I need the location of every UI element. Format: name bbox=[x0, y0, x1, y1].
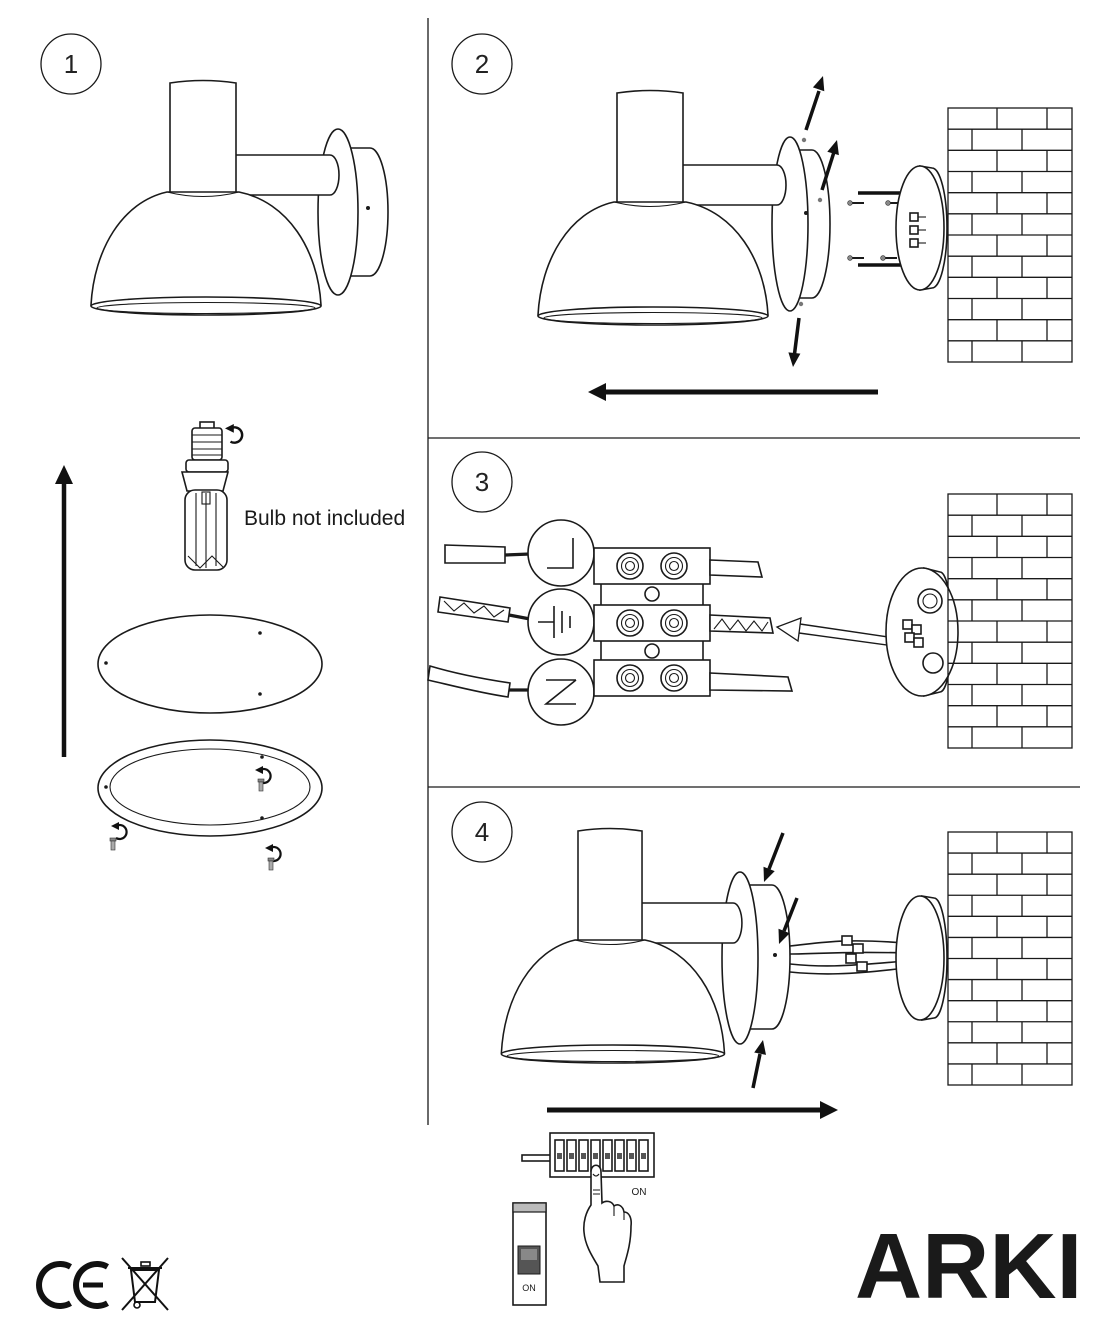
step-1-badge: 1 bbox=[40, 33, 102, 95]
screw-icon bbox=[267, 857, 275, 871]
hand-icon bbox=[583, 1164, 632, 1283]
switch-on-label: ON bbox=[632, 1187, 647, 1198]
earth-wire-icon bbox=[527, 588, 595, 656]
lamp-head bbox=[537, 89, 787, 326]
screw-icon bbox=[257, 778, 265, 792]
move-right-arrow bbox=[547, 1101, 838, 1119]
wall-plate bbox=[721, 871, 759, 1045]
terminal-screw bbox=[616, 664, 644, 692]
neutral-wire-icon bbox=[527, 658, 595, 726]
terminal-screw bbox=[616, 609, 644, 637]
step-3-badge: 3 bbox=[451, 451, 513, 513]
screw-fixing-arrows bbox=[751, 832, 799, 1089]
wall-box bbox=[895, 895, 948, 1021]
connected-wires bbox=[789, 935, 906, 975]
lamp-wires bbox=[709, 559, 794, 692]
terminal-screw bbox=[660, 609, 688, 637]
circuit-breaker-icon: ON bbox=[512, 1202, 547, 1306]
ce-mark-icon bbox=[36, 1261, 109, 1309]
screw-removal-arrows bbox=[788, 76, 839, 367]
step-2-badge: 2 bbox=[451, 33, 513, 95]
bulb bbox=[180, 421, 230, 571]
step-4-badge: 4 bbox=[451, 801, 513, 863]
screw-icon bbox=[801, 137, 807, 143]
brand-name: ARKI bbox=[855, 1214, 1082, 1318]
breaker-on-label: ON bbox=[522, 1283, 536, 1293]
lamp-head bbox=[500, 827, 743, 1064]
live-wire-icon bbox=[527, 519, 595, 587]
connection-arrow bbox=[775, 617, 896, 647]
terminal-screw bbox=[660, 664, 688, 692]
diffuser-disc bbox=[97, 614, 323, 714]
brick-wall bbox=[947, 831, 1073, 1086]
bulb-not-included-note: Bulb not included bbox=[244, 507, 405, 530]
fixing-screws bbox=[847, 200, 902, 261]
lamp-assembled bbox=[90, 79, 389, 316]
rotate-icon bbox=[109, 820, 128, 841]
screw-hole bbox=[366, 206, 370, 210]
brick-wall bbox=[947, 493, 1073, 749]
terminal-screw bbox=[660, 552, 688, 580]
wall-plate bbox=[771, 136, 809, 312]
step-number: 4 bbox=[475, 817, 489, 847]
retaining-ring bbox=[97, 739, 323, 837]
switch-box bbox=[521, 1132, 655, 1178]
move-left-arrow bbox=[588, 383, 878, 401]
terminal-block bbox=[593, 547, 711, 697]
wall-plate bbox=[317, 128, 359, 296]
screw-icon bbox=[109, 837, 117, 851]
supply-wires bbox=[427, 544, 531, 698]
lamp-head bbox=[90, 79, 340, 316]
upward-arrow bbox=[55, 465, 73, 757]
lamp-detached bbox=[537, 89, 831, 326]
step-number: 1 bbox=[64, 49, 78, 79]
screw-icon bbox=[817, 197, 823, 203]
lamp-mounting bbox=[500, 827, 791, 1064]
wall-box bbox=[885, 566, 959, 698]
terminal-screw bbox=[616, 552, 644, 580]
step-number: 2 bbox=[475, 49, 489, 79]
screw-icon bbox=[798, 301, 804, 307]
step-number: 3 bbox=[475, 467, 489, 497]
weee-bin-icon bbox=[121, 1257, 169, 1311]
rotate-icon bbox=[223, 422, 244, 444]
brick-wall bbox=[947, 107, 1073, 363]
wall-box bbox=[895, 165, 948, 291]
